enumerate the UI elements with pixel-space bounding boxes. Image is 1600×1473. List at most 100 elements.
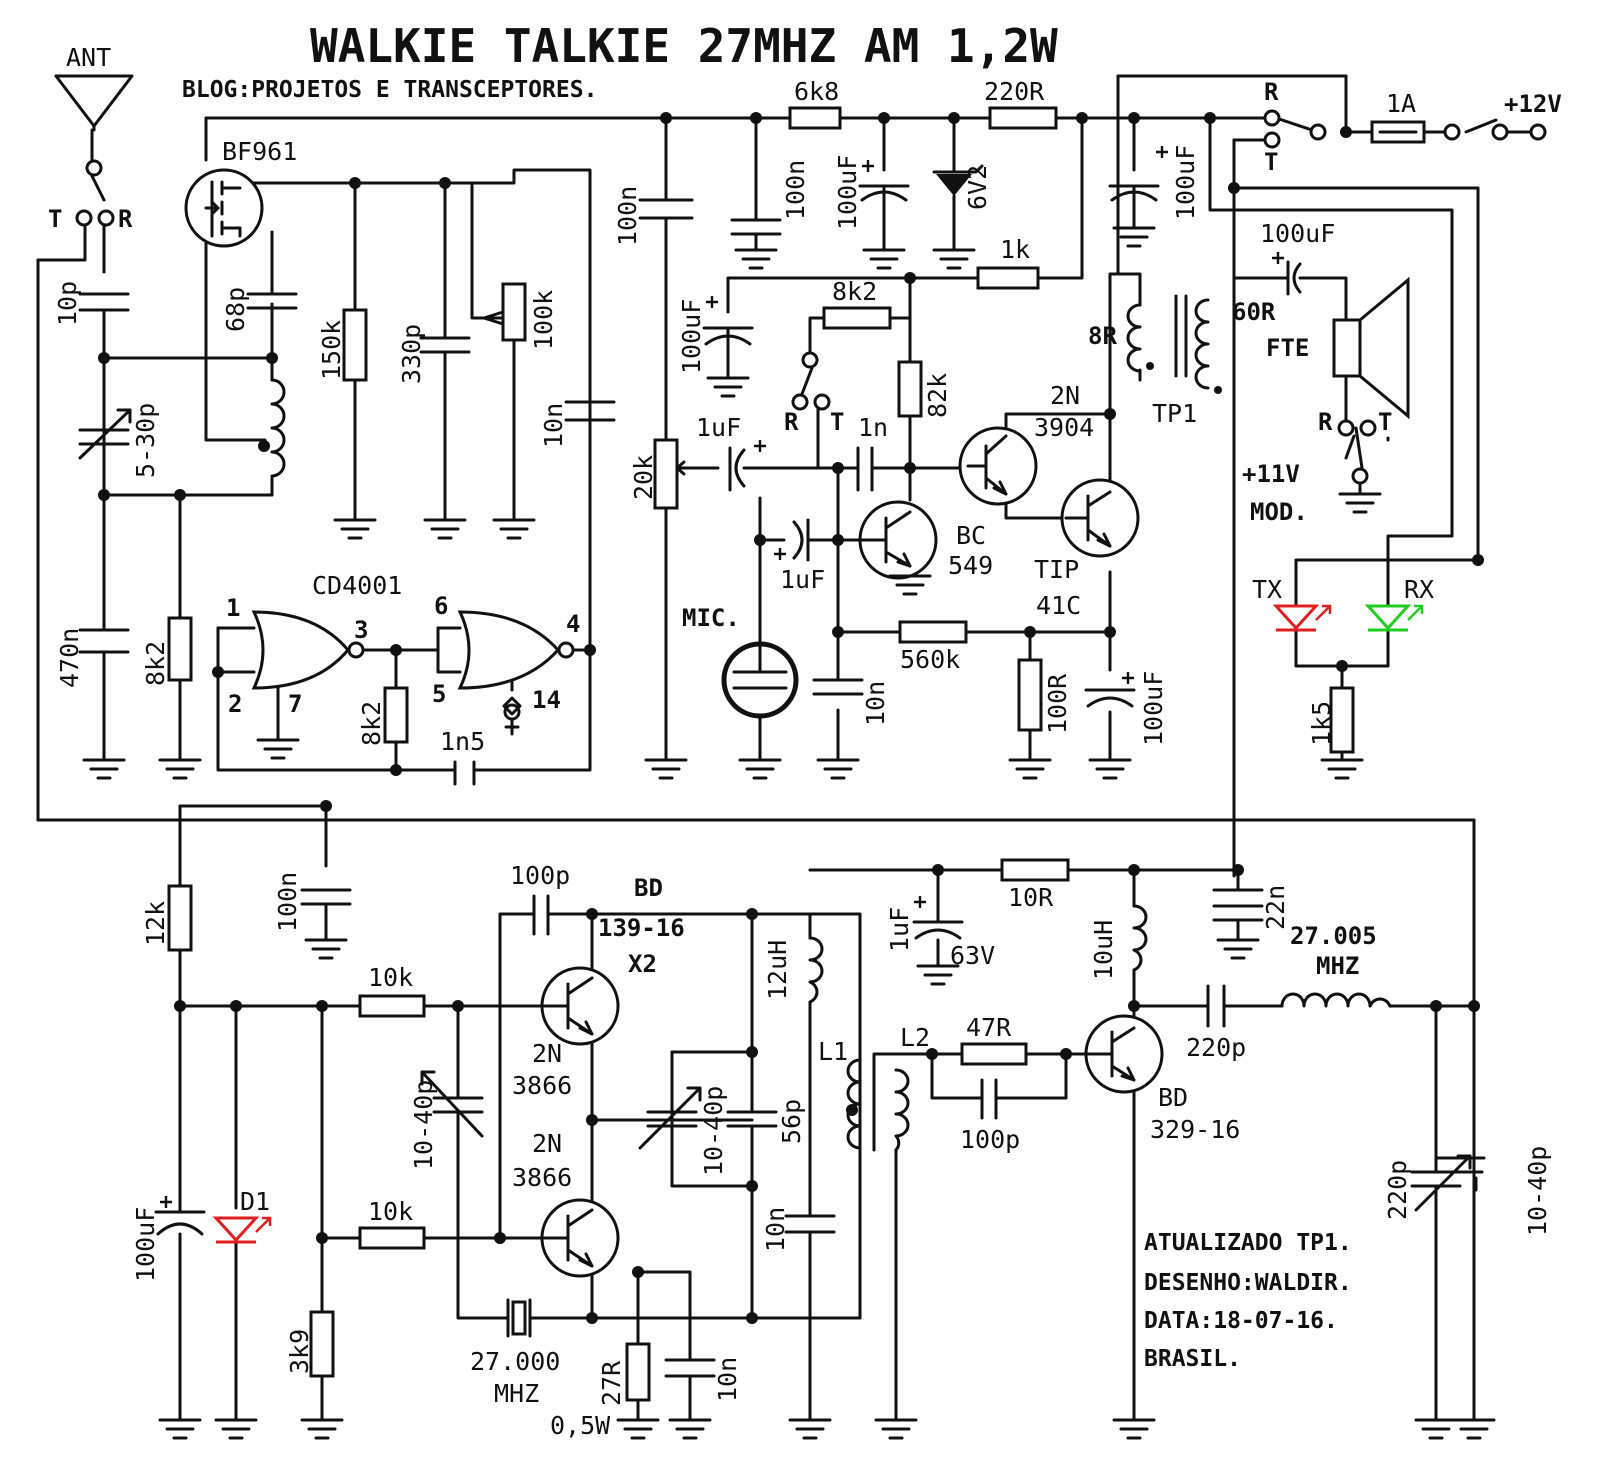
- svg-text:BRASIL.: BRASIL.: [1144, 1346, 1241, 1372]
- svg-text:100n: 100n: [613, 186, 642, 246]
- svg-text:100n: 100n: [273, 872, 302, 932]
- cap-10-40p-b: [646, 1110, 698, 1128]
- transistor-2n3866-a: [540, 966, 620, 1046]
- svg-text:DATA:18-07-16.: DATA:18-07-16.: [1144, 1308, 1338, 1334]
- svg-text:TX: TX: [1252, 575, 1282, 604]
- svg-text:139-16: 139-16: [598, 914, 685, 942]
- svg-text:82k: 82k: [923, 373, 952, 418]
- svg-text:100uF: 100uF: [131, 1207, 160, 1282]
- cap-10-40p-c: [1434, 1156, 1486, 1174]
- cap-100uf-b: [1108, 184, 1160, 202]
- svg-text:100p: 100p: [510, 861, 570, 890]
- svg-text:220p: 220p: [1383, 1160, 1412, 1220]
- antenna-label: ANT: [66, 43, 111, 72]
- svg-text:56p: 56p: [777, 1099, 806, 1144]
- inductor-10uh: [1132, 904, 1148, 972]
- cap-470n: [78, 628, 130, 654]
- cap-100p-b: [980, 1078, 998, 1120]
- led-d1: [212, 1216, 272, 1244]
- svg-text:4: 4: [566, 610, 580, 638]
- svg-text:63V: 63V: [950, 941, 995, 970]
- cap-100uf-d: [1084, 688, 1136, 708]
- resistor-27r: [625, 1342, 651, 1402]
- svg-text:BC: BC: [956, 521, 986, 550]
- coil-l2: [894, 1068, 910, 1152]
- svg-text:220R: 220R: [984, 77, 1045, 106]
- inductor-rx-coil: [270, 378, 286, 478]
- pot-100k-wiper: [482, 310, 505, 326]
- resistor-82k: [897, 360, 923, 418]
- svg-text:2N: 2N: [532, 1129, 562, 1158]
- svg-text:2N: 2N: [532, 1039, 562, 1068]
- svg-text:TP1: TP1: [1152, 399, 1197, 428]
- svg-text:100uF: 100uF: [833, 155, 862, 230]
- svg-text:6V2: 6V2: [963, 165, 992, 210]
- svg-text:27R: 27R: [597, 1360, 626, 1406]
- svg-text:R: R: [1318, 408, 1333, 436]
- svg-text:100p: 100p: [960, 1125, 1020, 1154]
- cap-1n: [856, 446, 874, 492]
- svg-text:1uF: 1uF: [780, 565, 825, 594]
- pot-20k-wiper: [675, 460, 702, 476]
- svg-text:100uF: 100uF: [1139, 671, 1168, 746]
- svg-text:3: 3: [354, 616, 368, 644]
- resistor-1k5: [1329, 686, 1355, 754]
- svg-text:68p: 68p: [221, 287, 250, 332]
- cap-56p: [726, 1110, 778, 1128]
- svg-text:BF961: BF961: [222, 137, 297, 166]
- svg-text:10n: 10n: [539, 403, 568, 448]
- svg-text:L2: L2: [900, 1023, 930, 1052]
- cap-10n-b: [812, 678, 864, 696]
- svg-text:100k: 100k: [529, 290, 558, 350]
- transistor-2n3866-b: [540, 1198, 620, 1278]
- svg-text:6k8: 6k8: [794, 77, 839, 106]
- svg-text:7: 7: [288, 690, 302, 718]
- blog-caption: BLOG:PROJETOS E TRANSCEPTORES.: [182, 77, 597, 103]
- led-tx: [1272, 604, 1332, 632]
- power-switch-lever[interactable]: [1464, 118, 1498, 134]
- svg-text:10-40p: 10-40p: [699, 1086, 728, 1176]
- svg-text:27.005: 27.005: [1290, 922, 1377, 950]
- tp1-core: [1174, 294, 1188, 378]
- svg-text:12k: 12k: [141, 901, 170, 946]
- svg-text:1A: 1A: [1386, 89, 1416, 118]
- resistors: [167, 106, 1426, 1402]
- svg-text:T: T: [830, 408, 844, 436]
- svg-text:1uF: 1uF: [885, 907, 914, 952]
- transistor-bd329: [1064, 1014, 1164, 1094]
- svg-text:T: T: [1264, 148, 1278, 176]
- crystal-27000: [506, 1298, 532, 1338]
- nor-gate-a: [251, 610, 365, 690]
- resistor-100r: [1017, 658, 1043, 732]
- svg-text:BD: BD: [634, 874, 663, 902]
- resistor-220r: [988, 106, 1058, 130]
- mod-switch-lever[interactable]: [1354, 426, 1364, 470]
- svg-text:D1: D1: [240, 1187, 270, 1216]
- cap-1uf-b: [792, 518, 810, 562]
- tp1-dot-a: [1146, 362, 1154, 370]
- svg-text:+11V: +11V: [1242, 460, 1300, 488]
- svg-text:MOD.: MOD.: [1250, 498, 1308, 526]
- svg-text:10n: 10n: [713, 1357, 742, 1402]
- svg-text:27.000: 27.000: [470, 1347, 560, 1376]
- svg-text:10p: 10p: [53, 281, 82, 326]
- svg-text:3904: 3904: [1034, 413, 1094, 442]
- resistor-560k: [898, 620, 968, 644]
- svg-text:3866: 3866: [512, 1071, 572, 1100]
- svg-text:1uF: 1uF: [696, 413, 741, 442]
- zener-6v2: [932, 164, 984, 196]
- wiring: [36, 74, 1532, 1422]
- svg-text:20k: 20k: [629, 455, 658, 500]
- component-labels: BF961 10p 68p 150k 330p 100k 5-30p 470n …: [53, 77, 1562, 1440]
- svg-text:X2: X2: [628, 950, 657, 978]
- inductor-27005: [1280, 992, 1392, 1008]
- resistor-12k: [167, 884, 193, 952]
- cap-22n: [1212, 888, 1264, 922]
- coil-l1: [846, 1058, 862, 1150]
- antenna-icon: [54, 74, 134, 132]
- svg-text:10k: 10k: [368, 1197, 413, 1226]
- svg-text:R: R: [1264, 78, 1279, 106]
- svg-text:10R: 10R: [1008, 883, 1054, 912]
- cap-100uf-c: [702, 326, 754, 346]
- svg-text:100R: 100R: [1043, 673, 1072, 734]
